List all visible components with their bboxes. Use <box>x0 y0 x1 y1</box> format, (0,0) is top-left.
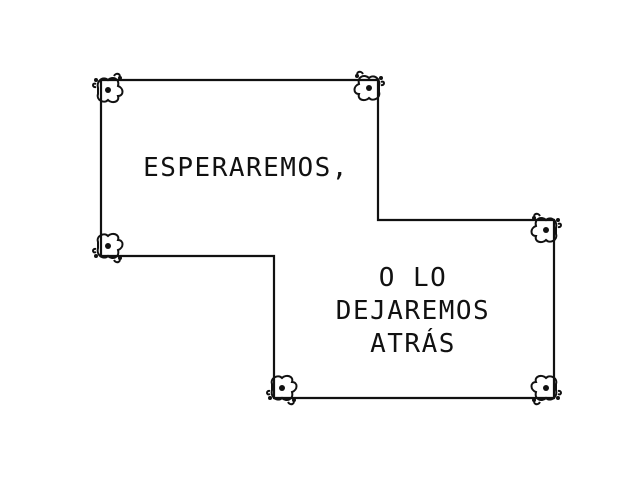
caption-line: O LO <box>378 263 448 293</box>
caption-line: DEJAREMOS <box>335 296 491 326</box>
caption-text-second: O LO DEJAREMOS ATRÁS <box>300 262 526 361</box>
caption-line: ESPERAREMOS, <box>143 153 349 183</box>
caption-text-first: ESPERAREMOS, <box>130 152 362 185</box>
caption-line: ATRÁS <box>370 329 456 359</box>
